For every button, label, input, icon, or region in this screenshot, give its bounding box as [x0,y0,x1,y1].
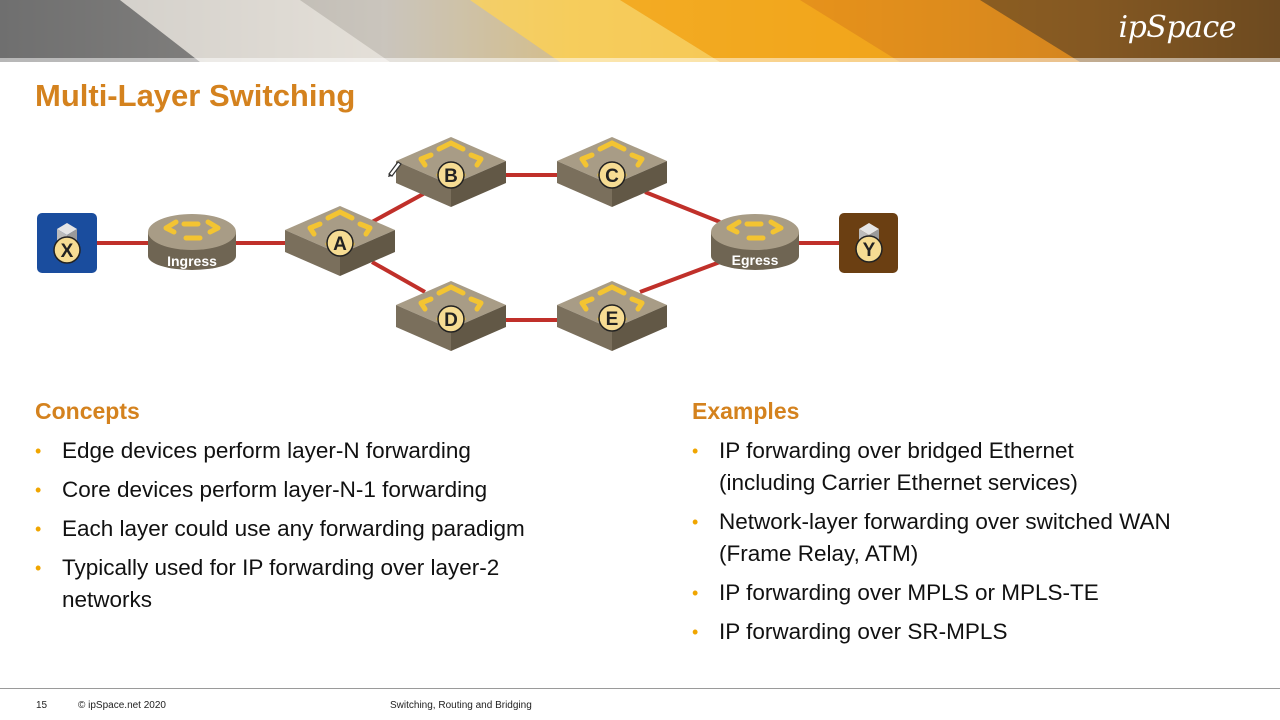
ipspace-logo: ipSpace [1118,10,1237,45]
egress-label: Egress [732,252,779,268]
switch-d: D [396,281,506,351]
host-x-label: X [61,241,74,262]
switch-c-label: C [605,166,619,187]
switch-c: C [557,137,667,207]
switch-a-label: A [333,234,347,255]
bullet-icon: • [35,441,42,461]
list-item: •IP forwarding over MPLS or MPLS-TE [692,577,1252,609]
network-links [96,173,842,322]
host-x: X [37,213,97,273]
ingress-label: Ingress [167,253,217,269]
banner-graphic [0,0,1280,62]
switch-e: E [557,281,667,351]
list-item: •Each layer could use any forwarding par… [35,513,655,545]
switch-b-label: B [444,166,458,187]
list-item: •IP forwarding over bridged Ethernet (in… [692,435,1139,499]
list-item: •Core devices perform layer-N-1 forwardi… [35,474,655,506]
footer-divider [0,688,1280,689]
examples-section: Examples •IP forwarding over bridged Eth… [692,398,1252,655]
switch-d-label: D [444,310,458,331]
header-banner: ipSpace [0,0,1280,62]
examples-list: •IP forwarding over bridged Ethernet (in… [692,435,1252,648]
slide-title: Multi-Layer Switching [35,78,356,113]
bullet-icon: • [692,441,699,461]
pen-cursor-icon [388,161,402,177]
page-number: 15 [36,700,48,711]
list-item: •Edge devices perform layer-N forwarding [35,435,655,467]
network-diagram: X Y Ingress Egress A B C D [37,120,898,380]
link-a-b [371,191,426,224]
switch-a: A [285,206,395,276]
copyright-text: © ipSpace.net 2020 [78,700,166,711]
bullet-icon: • [35,519,42,539]
course-title: Switching, Routing and Bridging [390,700,532,711]
link-c-egress [644,190,721,224]
list-item: •IP forwarding over SR-MPLS [692,616,1252,648]
bullet-icon: • [35,558,42,578]
switch-b: B [396,137,506,207]
concepts-section: Concepts •Edge devices perform layer-N f… [35,398,655,623]
examples-heading: Examples [692,398,800,424]
link-e-egress [639,260,721,294]
ingress-router: Ingress [148,214,236,270]
list-item: •Typically used for IP forwarding over l… [35,552,562,616]
list-item: •Network-layer forwarding over switched … [692,506,1229,570]
bullet-icon: • [35,480,42,500]
egress-router: Egress [711,214,799,270]
host-y: Y [839,213,898,273]
link-a-d [371,260,426,294]
bullet-icon: • [692,512,699,532]
concepts-heading: Concepts [35,398,140,424]
concepts-list: •Edge devices perform layer-N forwarding… [35,435,655,616]
bullet-icon: • [692,583,699,603]
host-y-label: Y [863,240,876,261]
switch-e-label: E [606,309,619,330]
bullet-icon: • [692,622,699,642]
